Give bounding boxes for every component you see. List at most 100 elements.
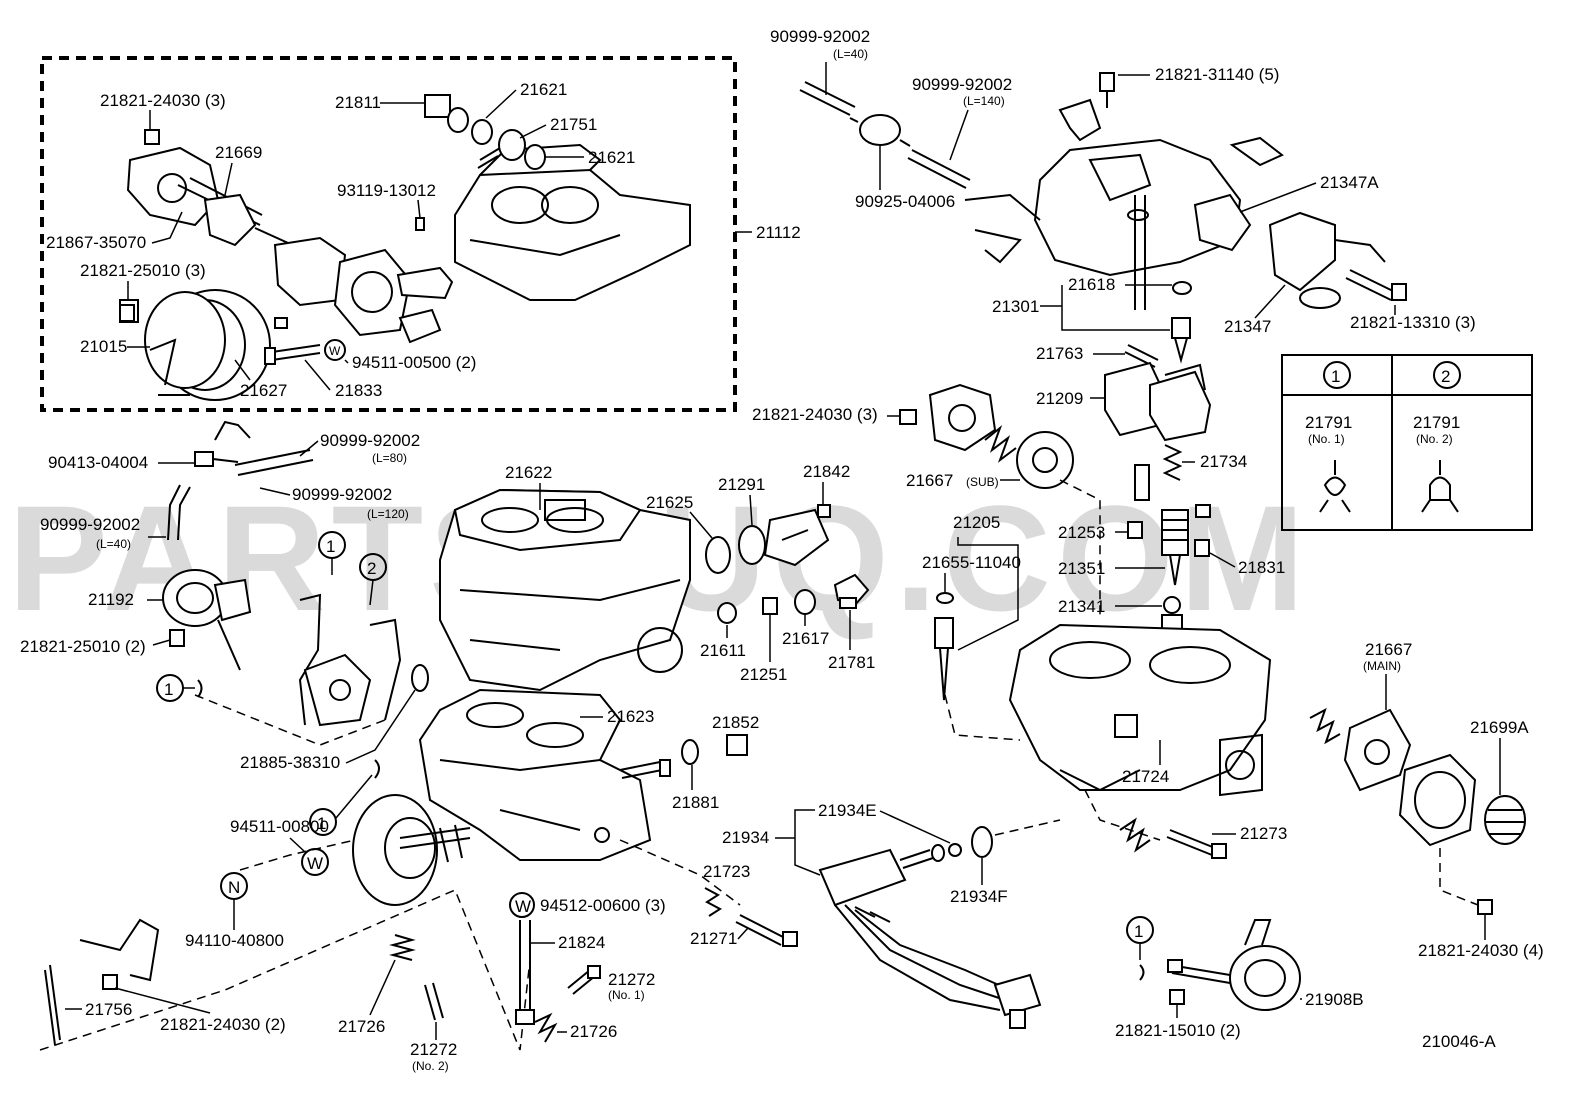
diaphragm-cover-part[interactable] — [126, 146, 331, 263]
label-21734[interactable]: 21734 — [1200, 452, 1247, 471]
label-21821-24030-3b[interactable]: 21821-24030 (3) — [752, 405, 878, 424]
label-94511-00500-2[interactable]: 94511-00500 (2) — [352, 353, 476, 372]
fitting-21811[interactable] — [424, 94, 469, 133]
label-21699A[interactable]: 21699A — [1470, 718, 1529, 737]
spring-21724[interactable] — [1119, 817, 1151, 853]
piston-21351[interactable] — [1161, 509, 1189, 586]
hose-l140[interactable] — [907, 149, 971, 189]
label-94512-00600-3[interactable]: 94512-00600 (3) — [540, 896, 666, 915]
screw-21821-15010[interactable] — [1169, 989, 1185, 1005]
connector-90925[interactable] — [849, 114, 911, 147]
label-21621-a[interactable]: 21621 — [520, 80, 567, 99]
label-21667-main[interactable]: 21667 — [1365, 640, 1412, 659]
cap-21699A[interactable] — [1484, 795, 1526, 845]
legend-col1-part[interactable]: 21791 — [1305, 413, 1352, 432]
label-93119-13012[interactable]: 93119-13012 — [337, 181, 436, 200]
bracket-part[interactable] — [1058, 72, 1115, 142]
connector-plug[interactable] — [993, 973, 1042, 1029]
spring-main[interactable] — [1309, 707, 1341, 745]
screw-21821-24030-c[interactable] — [899, 409, 917, 425]
accelerator-pump-part[interactable] — [352, 794, 471, 906]
washer-w-94511-00800[interactable] — [301, 848, 329, 876]
label-21015[interactable]: 21015 — [80, 337, 127, 356]
label-hose-l140[interactable]: 90999-92002 — [912, 75, 1012, 94]
label-21291[interactable]: 21291 — [718, 475, 765, 494]
label-21723[interactable]: 21723 — [703, 862, 750, 881]
wire-terminals[interactable] — [854, 906, 891, 923]
diaphragm-21667-main[interactable] — [1343, 708, 1412, 792]
label-21821-15010-2[interactable]: 21821-15010 (2) — [1115, 1021, 1241, 1040]
tee-90413[interactable] — [194, 451, 239, 467]
spring-pump[interactable] — [984, 424, 1017, 463]
label-21301[interactable]: 21301 — [992, 297, 1039, 316]
throttle-lever-part[interactable] — [44, 918, 160, 1046]
clip-1-d[interactable] — [1139, 964, 1145, 981]
float-21209[interactable] — [1104, 361, 1212, 442]
hose-l80[interactable] — [234, 449, 314, 476]
nut-n-94110[interactable] — [220, 872, 248, 900]
label-90925-04006[interactable]: 90925-04006 — [855, 192, 955, 211]
legend-col2-part[interactable]: 21791 — [1413, 413, 1460, 432]
plug-21611[interactable] — [717, 602, 737, 624]
label-94110-40800[interactable]: 94110-40800 — [185, 931, 284, 950]
label-21821-24030-3a[interactable]: 21821-24030 (3) — [100, 91, 226, 110]
washer-w-94512[interactable] — [509, 892, 535, 918]
label-21273[interactable]: 21273 — [1240, 824, 1287, 843]
label-21821-24030-2[interactable]: 21821-24030 (2) — [160, 1015, 286, 1034]
hose-l40-top[interactable] — [799, 81, 856, 116]
jet-21253[interactable] — [1127, 521, 1143, 539]
label-21821-31140-5[interactable]: 21821-31140 (5) — [1155, 65, 1279, 84]
label-21622[interactable]: 21622 — [505, 463, 552, 482]
label-21821-13310-3[interactable]: 21821-13310 (3) — [1350, 313, 1476, 332]
label-21209[interactable]: 21209 — [1036, 389, 1083, 408]
label-21347[interactable]: 21347 — [1224, 317, 1271, 336]
throttle-positioner-part[interactable] — [273, 236, 454, 344]
gasket-21625[interactable] — [705, 536, 731, 574]
bolt-21821-13310[interactable] — [1345, 269, 1407, 301]
label-90413-04004[interactable]: 90413-04004 — [48, 453, 148, 472]
label-21192[interactable]: 21192 — [88, 590, 134, 609]
plug-21781[interactable] — [833, 573, 870, 609]
oring-21934E[interactable] — [948, 843, 962, 857]
label-21625[interactable]: 21625 — [646, 493, 693, 512]
screw-assembly-right[interactable] — [619, 759, 671, 779]
gasket-21934F[interactable] — [971, 826, 993, 858]
screw-21272-no2[interactable] — [424, 982, 444, 1021]
screw-21821-25010-b[interactable] — [169, 629, 185, 647]
washer-w-94511[interactable]: W — [324, 339, 346, 361]
label-21811[interactable]: 21811 — [335, 93, 381, 112]
label-21821-24030-4[interactable]: 21821-24030 (4) — [1418, 941, 1544, 960]
screw-21273[interactable] — [1166, 829, 1227, 859]
gasket-21621-b[interactable] — [524, 144, 546, 170]
label-21831[interactable]: 21831 — [1238, 558, 1285, 577]
clip-1-c[interactable] — [374, 759, 380, 779]
screw-21272-no1[interactable] — [567, 965, 601, 995]
label-hose-l40-left[interactable]: 90999-92002 — [40, 515, 140, 534]
ring-21291[interactable] — [738, 525, 766, 565]
label-21341[interactable]: 21341 — [1058, 597, 1105, 616]
needle-valve-part[interactable] — [1171, 317, 1191, 364]
screw-21821-25010-a[interactable] — [119, 304, 135, 322]
pump-cover-part[interactable] — [928, 383, 997, 452]
spring-21723[interactable] — [704, 887, 722, 917]
label-21271[interactable]: 21271 — [690, 929, 737, 948]
actuator-21908B[interactable] — [1167, 919, 1301, 1011]
label-21824[interactable]: 21824 — [558, 933, 605, 952]
nut-21852[interactable] — [726, 734, 748, 756]
solenoid-21934[interactable] — [818, 844, 945, 907]
gasket-21617[interactable] — [794, 589, 816, 615]
diaphragm-21667-sub[interactable] — [1016, 431, 1074, 489]
label-21253[interactable]: 21253 — [1058, 523, 1105, 542]
label-21934[interactable]: 21934 — [722, 828, 769, 847]
screw-93119[interactable] — [415, 217, 425, 231]
screw-21821-24030-b[interactable] — [102, 974, 118, 990]
label-21852[interactable]: 21852 — [712, 713, 759, 732]
label-21934E[interactable]: 21934E — [818, 801, 877, 820]
label-21618[interactable]: 21618 — [1068, 275, 1115, 294]
label-21724[interactable]: 21724 — [1122, 767, 1169, 786]
label-21751[interactable]: 21751 — [550, 115, 597, 134]
jet-holder-part[interactable] — [1134, 464, 1150, 501]
throttle-body-21623[interactable] — [418, 688, 652, 861]
gasket-21618[interactable] — [1172, 281, 1192, 295]
wiring-harness[interactable] — [834, 904, 1011, 1011]
